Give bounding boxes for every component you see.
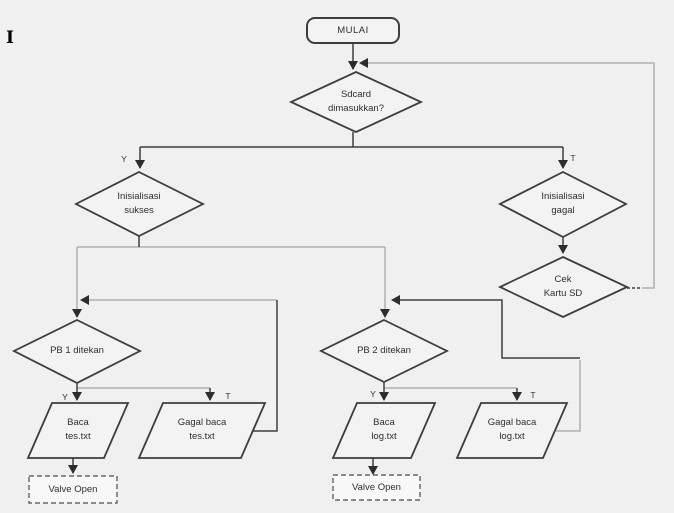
branch-label-pb1-yes: Y [62,392,68,402]
text-cursor-artifact: I [6,28,14,48]
shapes [11,17,630,504]
io-fail-log-line1: Gagal baca [487,417,537,428]
connectors-dark [68,43,642,475]
decision-init-fail-shape [498,170,628,239]
decision-pb1-shape [11,318,143,385]
decision-init-fail-line1: Inisialisasi [541,191,585,202]
io-read-tes-line2: tes.txt [65,431,91,442]
decision-check-card-line2: Kartu SD [543,288,583,299]
connector-faillog-feedback-v [556,360,581,432]
decision-pb1-label: PB 1 ditekan [50,345,104,356]
decision-pb2-shape [318,318,450,384]
io-read-log-shape [331,402,437,459]
connector-cek-loop-to-top [359,58,655,289]
io-fail-tes-line1: Gagal baca [177,417,227,428]
io-fail-log-label: Gagal baca log.txt [452,416,572,444]
branch-label-sdcard-no: T [570,153,576,163]
decision-init-fail-label: Inisialisasi gagal [503,190,623,218]
process-valve-left-shape [28,475,118,504]
decision-check-card-shape [497,256,630,318]
decision-init-success-label: Inisialisasi sukses [79,190,199,218]
io-fail-log-line2: log.txt [499,431,525,442]
decision-init-success-shape [74,170,206,238]
decision-check-card-label: Cek Kartu SD [503,273,623,301]
branch-label-sdcard-yes: Y [121,154,127,164]
io-read-log-line2: log.txt [371,431,397,442]
io-read-log-label: Baca log.txt [324,416,444,444]
decision-sdcard-line2: dimasukkan? [328,103,384,114]
process-valve-right-label: Valve Open [352,482,401,493]
branch-label-pb1-no: T [225,391,231,401]
connectors-light [72,58,655,432]
start-node-shape [306,17,400,44]
start-node-label: MULAI [337,25,369,36]
decision-sdcard-label: Sdcard dimasukkan? [296,88,416,116]
io-fail-tes-shape [137,402,267,459]
decision-init-success-line1: Inisialisasi [117,191,161,202]
io-fail-log-shape [455,402,569,459]
decision-sdcard-line1: Sdcard [340,89,372,100]
decision-check-card-line1: Cek [554,274,572,285]
io-read-tes-shape [26,402,130,459]
branch-label-pb2-no: T [530,390,536,400]
io-read-log-line1: Baca [373,417,395,428]
process-valve-left-label: Valve Open [48,484,98,495]
io-read-tes-label: Baca tes.txt [18,416,138,444]
decision-init-fail-line2: gagal [551,205,575,216]
io-read-tes-line1: Baca [67,417,89,428]
connector-faillog-feedback [391,295,580,359]
connector-failtes-feedback [248,300,278,432]
decision-sdcard-shape [288,71,424,133]
process-valve-right-shape [332,474,421,501]
decision-init-success-line2: sukses [124,205,154,216]
decision-pb2-label: PB 2 ditekan [357,345,411,356]
io-fail-tes-line2: tes.txt [189,431,215,442]
branch-label-pb2-yes: Y [370,389,376,399]
io-fail-tes-label: Gagal baca tes.txt [142,416,262,444]
